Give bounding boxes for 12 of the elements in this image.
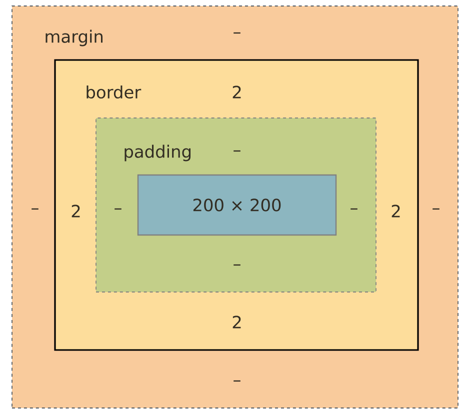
size-value: – bbox=[234, 32, 240, 34]
size-value: 2 bbox=[232, 316, 241, 328]
size-value: 2 bbox=[392, 204, 400, 218]
size-value: – bbox=[432, 208, 440, 210]
size-value: – bbox=[234, 380, 240, 382]
size-value: – bbox=[234, 150, 240, 152]
size-value: 2 bbox=[72, 204, 80, 218]
size-value: – bbox=[114, 208, 122, 210]
size-value: – bbox=[234, 264, 240, 266]
size-value: – bbox=[32, 208, 38, 210]
size-value: 2 bbox=[232, 86, 241, 98]
content-box: 200 × 200 bbox=[137, 174, 337, 236]
